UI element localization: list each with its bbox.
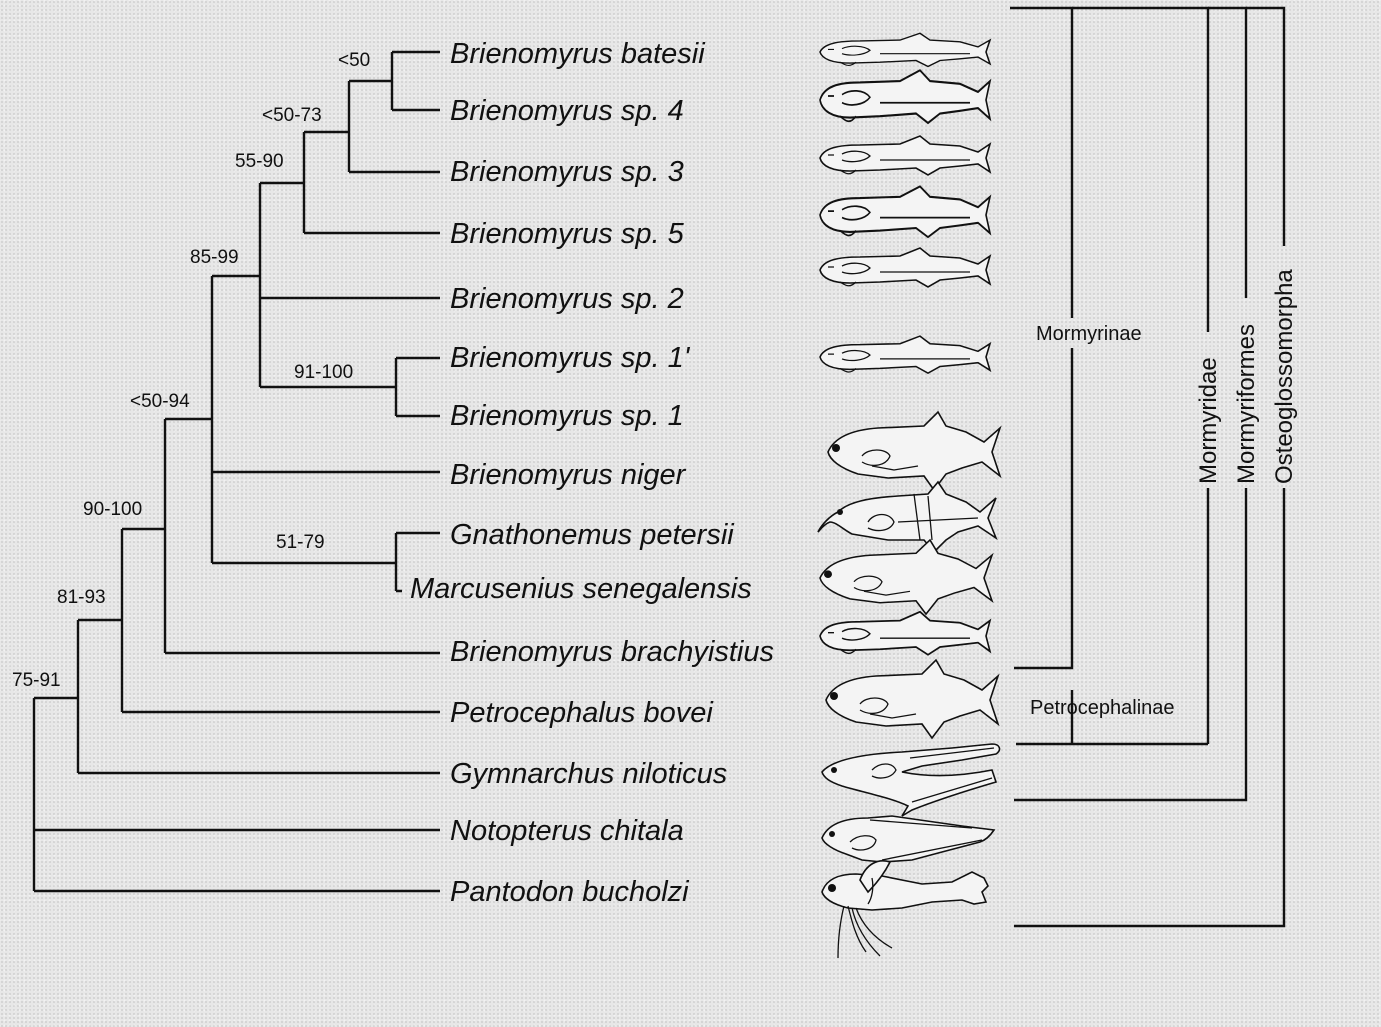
eel-fish-icon — [822, 744, 999, 816]
taxon-label: Brienomyrus niger — [450, 459, 687, 491]
taxon-label: Brienomyrus sp. 1' — [450, 342, 691, 374]
support-label: 51-79 — [276, 532, 325, 553]
support-label: 85-99 — [190, 247, 239, 268]
deep-body-fish-icon — [828, 412, 1000, 490]
butterflyfish-icon — [822, 861, 988, 958]
taxon-labels: Brienomyrus batesii Brienomyrus sp. 4 Br… — [410, 38, 774, 908]
mormyrinae-label: Mormyrinae — [1036, 323, 1142, 345]
mormyrid-fish-icon — [820, 336, 990, 373]
taxon-label: Brienomyrus sp. 5 — [450, 218, 685, 250]
support-label: <50 — [338, 50, 370, 71]
branch — [34, 698, 440, 891]
branch — [349, 81, 440, 172]
taxon-label: Brienomyrus batesii — [450, 38, 706, 70]
taxon-label: Brienomyrus sp. 4 — [450, 95, 684, 127]
mormyrid-fish-icon — [820, 612, 990, 655]
mormyridae-bracket — [1072, 8, 1208, 744]
support-label: <50-94 — [130, 391, 190, 412]
taxon-label: Marcusenius senegalensis — [410, 573, 752, 605]
taxon-label: Petrocephalus bovei — [450, 697, 714, 729]
taxon-label: Brienomyrus sp. 2 — [450, 283, 684, 315]
mormyrid-fish-icon — [820, 136, 990, 175]
branch — [212, 276, 440, 563]
mormyrid-fish-icon — [820, 70, 990, 123]
branch — [260, 183, 440, 387]
taxon-label: Gymnarchus niloticus — [450, 758, 727, 790]
support-label: 55-90 — [235, 151, 284, 172]
tree-edges — [34, 52, 440, 891]
mormyriformes-label: Mormyriformes — [1233, 324, 1260, 484]
mormyrid-fish-icon — [820, 186, 990, 237]
fish-illustrations — [818, 33, 1000, 958]
support-label: 91-100 — [294, 362, 353, 383]
mormyrid-fish-icon — [820, 33, 990, 66]
support-label: 90-100 — [83, 499, 142, 520]
mormyrid-fish-icon — [820, 248, 990, 287]
taxon-label: Brienomyrus sp. 3 — [450, 156, 684, 188]
support-label: 81-93 — [57, 587, 106, 608]
branch — [304, 132, 440, 233]
support-label: 75-91 — [12, 670, 61, 691]
knifefish-icon — [822, 816, 994, 862]
support-values: <50 <50-73 55-90 85-99 91-100 <50-94 51-… — [12, 50, 370, 691]
group-labels: Mormyrinae Petrocephalinae Mormyridae Mo… — [1030, 269, 1298, 719]
elephantnose-fish-icon — [818, 482, 996, 552]
deep-body-fish-icon — [820, 540, 992, 614]
taxon-label: Brienomyrus brachyistius — [450, 636, 774, 668]
mormyridae-label: Mormyridae — [1195, 357, 1222, 484]
branch — [122, 529, 440, 712]
petrocephalinae-label: Petrocephalinae — [1030, 697, 1175, 719]
deep-body-fish-icon — [826, 660, 998, 738]
taxon-label: Brienomyrus sp. 1 — [450, 400, 684, 432]
support-label: <50-73 — [262, 105, 322, 126]
taxon-label: Notopterus chitala — [450, 815, 684, 847]
taxon-label: Pantodon bucholzi — [450, 876, 690, 908]
branch — [392, 52, 440, 110]
taxon-label: Gnathonemus petersii — [450, 519, 735, 551]
osteoglossomorpha-label: Osteoglossomorpha — [1271, 269, 1298, 484]
branch — [78, 620, 440, 773]
branch — [396, 358, 440, 416]
